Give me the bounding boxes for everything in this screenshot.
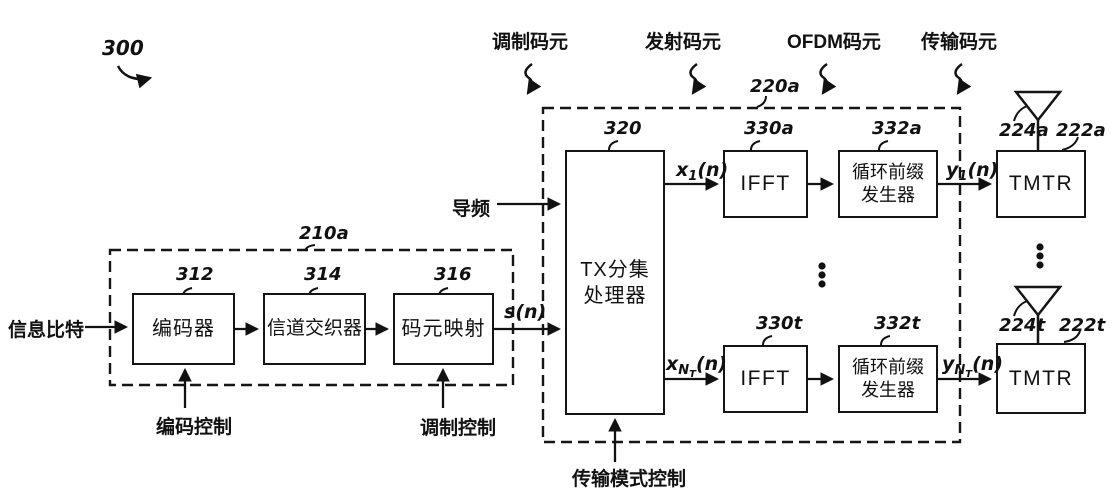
ref-224a: 224a bbox=[999, 120, 1049, 141]
leader-224a bbox=[1013, 105, 1028, 122]
block-cyclic-prefix-generator-t: 循环前缀 发生器 bbox=[838, 345, 938, 413]
group-220a-dashed-box bbox=[541, 106, 962, 444]
ref-224t: 224t bbox=[999, 315, 1046, 336]
leader-330t bbox=[762, 335, 773, 346]
group-210a-dashed-box bbox=[108, 248, 515, 387]
block-cyclic-prefix-generator-a: 循环前缀 发生器 bbox=[838, 150, 938, 218]
txmode-control-label: 传输模式控制 bbox=[572, 469, 687, 490]
signal-s-label: s(n) bbox=[504, 301, 547, 323]
block-ifft-a: IFFT bbox=[723, 150, 808, 218]
signal-xNT-label: xNT(n) bbox=[666, 353, 727, 380]
leader-220a bbox=[756, 95, 767, 108]
annotation-modulation-symbols: 调制码元 bbox=[492, 32, 569, 53]
squiggle-arrow-transmit-symbols bbox=[689, 62, 707, 95]
ref-220a: 220a bbox=[750, 76, 800, 97]
ref-330t: 330t bbox=[756, 313, 803, 334]
ellipsis-between-tmtrs bbox=[1036, 243, 1044, 269]
antenna-t-icon bbox=[1013, 285, 1063, 318]
figure-ref-arrow bbox=[116, 65, 153, 89]
input-info-bits-label: 信息比特 bbox=[8, 320, 85, 341]
block-ifft-t: IFFT bbox=[723, 345, 808, 413]
antenna-a-icon bbox=[1013, 90, 1063, 123]
block-tmtr-t: TMTR bbox=[996, 343, 1086, 414]
squiggle-arrow-modulation-symbols bbox=[524, 62, 542, 95]
annotation-ofdm-symbols: OFDM码元 bbox=[787, 32, 881, 53]
signal-y1-label: y1(n) bbox=[946, 159, 999, 184]
ref-316: 316 bbox=[434, 264, 472, 285]
squiggle-arrow-ofdm-symbols bbox=[819, 62, 837, 95]
coding-control-label: 编码控制 bbox=[156, 417, 233, 438]
signal-yNT-label: yNT(n) bbox=[942, 353, 1004, 380]
ref-314: 314 bbox=[304, 264, 342, 285]
input-pilot-label: 导频 bbox=[452, 199, 491, 220]
ellipsis-between-ofdm-rows bbox=[818, 262, 826, 288]
figure-ref: 300 bbox=[102, 36, 144, 60]
leader-332a bbox=[878, 140, 889, 151]
block-tmtr-a: TMTR bbox=[996, 150, 1086, 218]
modulation-control-label: 调制控制 bbox=[420, 418, 497, 439]
ref-312: 312 bbox=[176, 264, 214, 285]
block-encoder: 编码器 bbox=[132, 293, 235, 365]
ref-320: 320 bbox=[604, 118, 642, 139]
ref-210a: 210a bbox=[299, 223, 349, 244]
leader-222a bbox=[1061, 136, 1079, 151]
signal-x1-label: x1(n) bbox=[676, 159, 729, 184]
block-tx-diversity-processor: TX分集 处理器 bbox=[565, 150, 665, 415]
ref-332a: 332a bbox=[872, 118, 922, 139]
leader-222t bbox=[1063, 330, 1081, 343]
leader-332t bbox=[880, 335, 891, 346]
ref-330a: 330a bbox=[744, 118, 794, 139]
annotation-transmission-symbols: 传输码元 bbox=[921, 32, 998, 53]
leader-320 bbox=[608, 140, 619, 151]
ref-222t: 222t bbox=[1059, 315, 1106, 336]
leader-210a bbox=[304, 244, 316, 252]
block-channel-interleaver: 信道交织器 bbox=[263, 293, 366, 365]
leader-224t bbox=[1013, 300, 1028, 317]
ref-332t: 332t bbox=[874, 313, 921, 334]
leader-330a bbox=[750, 140, 761, 151]
annotation-transmit-symbols: 发射码元 bbox=[645, 32, 722, 53]
squiggle-arrow-transmission-symbols bbox=[954, 62, 972, 95]
ref-222a: 222a bbox=[1056, 120, 1106, 141]
block-symbol-mapping: 码元映射 bbox=[393, 293, 494, 365]
